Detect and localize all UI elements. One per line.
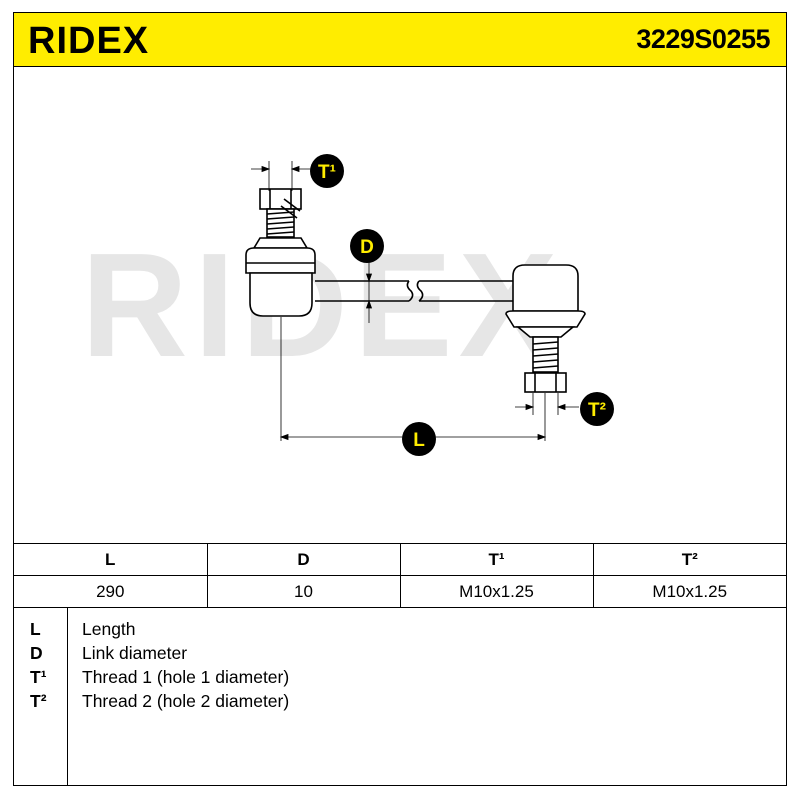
legend-desc: Length [82,619,136,639]
svg-text:D: D [360,237,374,258]
d-dimension [365,259,373,323]
callout-l-badge: L [402,422,436,456]
spec-value-t1: M10x1.25 [399,575,594,608]
spec-value-l: 290 [14,575,208,608]
legend-code: T¹ [30,667,47,687]
brand-logo-text: RIDEX [28,23,149,57]
callout-t1-badge: T¹ [310,154,344,188]
callout-t2-badge: T² [580,392,614,426]
svg-text:T²: T² [588,400,606,421]
legend-code: D [30,643,43,663]
legend: L Length D Link diameter T¹ Thread 1 (ho… [14,607,786,785]
legend-code: L [30,619,41,639]
spec-value-row: 290 10 M10x1.25 M10x1.25 [14,575,786,608]
svg-text:T¹: T¹ [318,162,336,183]
spec-header-d: D [206,543,401,576]
watermark-text: RIDEX [81,223,563,388]
svg-text:L: L [413,430,425,451]
legend-desc: Thread 1 (hole 1 diameter) [82,667,290,687]
spec-header-l: L [14,543,208,576]
callout-d-badge: D [350,229,384,263]
legend-code: T² [30,691,47,711]
t1-dimension [251,161,313,191]
part-number: 3229S0255 [636,24,770,54]
right-joint-body [505,264,586,338]
t2-dimension [515,393,579,415]
technical-drawing: RIDEX [81,154,614,456]
link-rod [315,280,513,302]
spec-table: L D T¹ T² 290 10 M10x1.25 M10x1.25 [14,543,786,608]
brand-logo: RIDEX [28,23,149,57]
spec-header-row: L D T¹ T² [14,543,786,576]
spec-header-t1: T¹ [399,543,594,576]
legend-divider [67,607,68,785]
product-sheet: RIDEX 3229S0255 RIDEX [13,12,787,786]
header-bar: RIDEX 3229S0255 [14,13,786,67]
legend-desc: Thread 2 (hole 2 diameter) [82,691,290,711]
left-thread [266,198,301,238]
right-nut [524,372,567,393]
left-collar [252,237,309,249]
spec-value-t2: M10x1.25 [592,575,786,608]
left-joint-body [245,247,316,317]
left-nut [259,188,302,210]
spec-header-t2: T² [592,543,786,576]
spec-value-d: 10 [206,575,401,608]
legend-desc: Link diameter [82,643,188,663]
